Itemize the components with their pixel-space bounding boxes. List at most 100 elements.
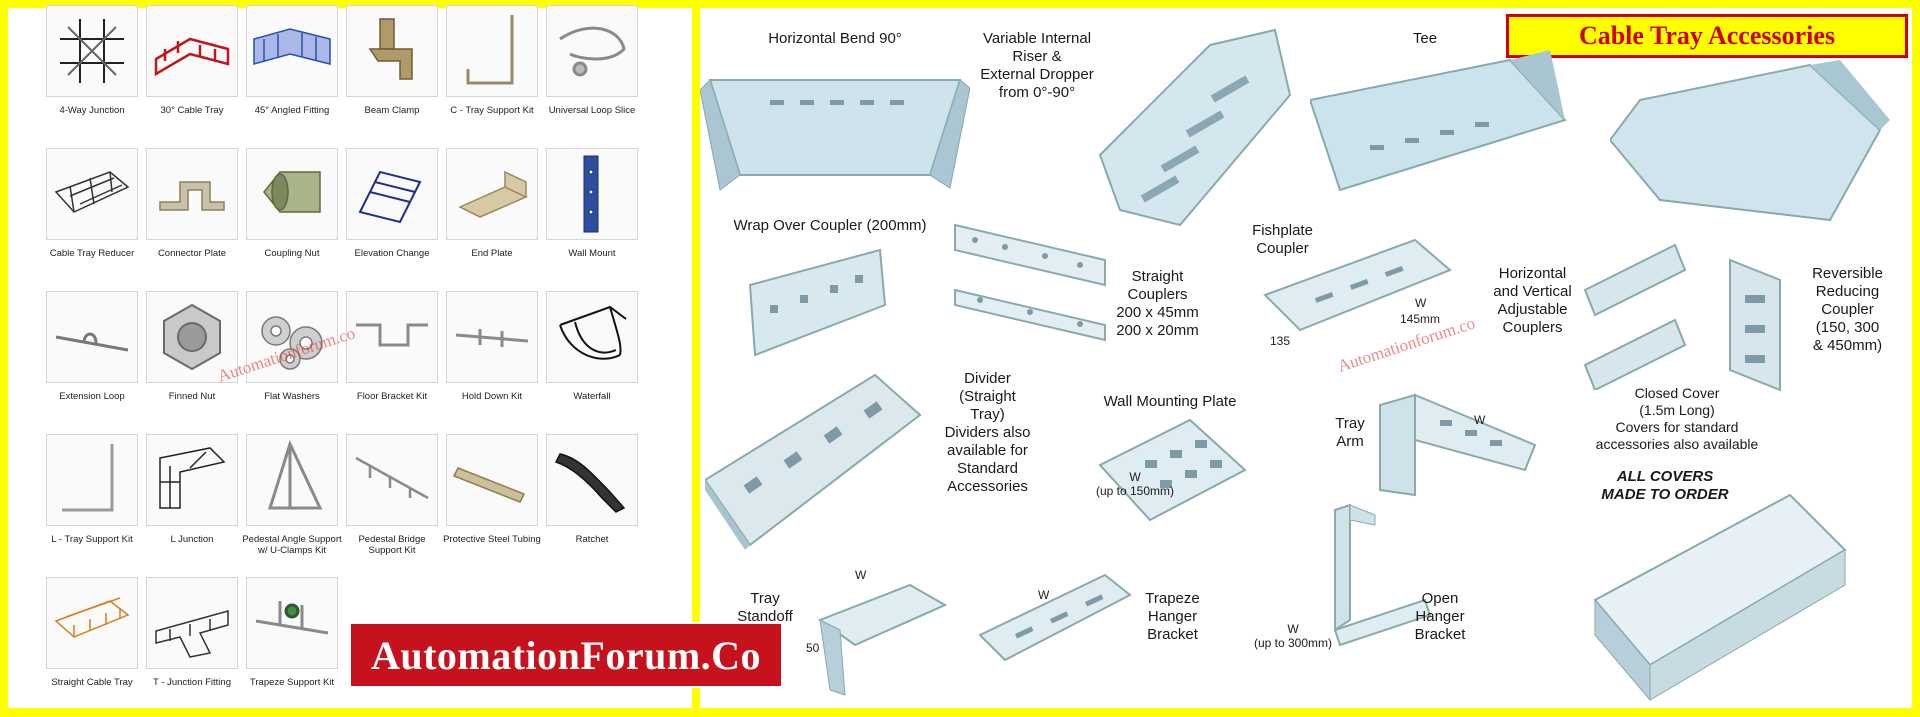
catalog-item-label: T - Junction Fitting [153,677,231,688]
catalog-thumbnail [446,148,538,240]
catalog-thumbnail [246,5,338,97]
catalog-item-label: Finned Nut [168,391,216,402]
catalog-item: Coupling Nut [242,148,342,288]
label-tray-standoff: Tray Standoff [737,590,793,625]
catalog-thumbnail [246,148,338,240]
catalog-thumbnail [346,434,438,526]
catalog-item: Trapeze Support Kit [242,577,342,717]
catalog-item: Pedestal Bridge Support Kit [342,434,442,574]
catalog-item-label: Elevation Change [354,248,430,259]
catalog-item: Floor Bracket Kit [342,291,442,431]
divider-image [705,370,925,550]
wrap-coupler-image [740,245,890,365]
catalog-item: Cable Tray Reducer [42,148,142,288]
catalog-item-label: Protective Steel Tubing [443,534,541,545]
catalog-item-label: Flat Washers [264,391,320,402]
label-horizontal-bend: Horizontal Bend 90° [768,30,902,47]
straight-tray-icon [54,597,130,638]
label-fishplate: Fishplate Coupler [1252,222,1313,257]
wall-plate-image [1090,415,1250,525]
floor-bracket-icon [356,323,428,347]
catalog-thumbnail [546,5,638,97]
catalog-item-label: L - Tray Support Kit [51,534,133,545]
catalog-item: L Junction [142,434,242,574]
dim-standoff-50: 50 [806,641,820,655]
dim-arm-w: W [1474,413,1486,427]
label-reversible: Reversible Reducing Coupler (150, 300 & … [1812,265,1883,354]
catalog-item: Ratchet [542,434,642,574]
label-closed-cover: Closed Cover (1.5m Long) Covers for stan… [1595,385,1759,452]
catalog-thumbnail [246,291,338,383]
steel-tubing-icon [452,467,526,503]
waterfall-icon [559,305,627,360]
catalog-item-label: Straight Cable Tray [51,677,133,688]
catalog-item-label: Beam Clamp [364,105,420,116]
catalog-thumbnail [346,5,438,97]
angled-fitting-icon [253,28,331,65]
wall-mount-icon [583,155,599,233]
brand-banner: AutomationForum.Co [349,622,783,688]
l-support-icon [62,444,114,512]
reversible-image [1720,250,1800,400]
dim-fish-145: 145mm [1400,312,1441,326]
catalog-item: Hold Down Kit [442,291,542,431]
label-wall-plate: Wall Mounting Plate [1103,393,1237,410]
label-trapeze: Trapeze Hanger Bracket [1145,590,1200,643]
diagram-title-box: Cable Tray Accessories [1506,14,1908,58]
catalog-item: Pedestal Angle Support w/ U-Clamps Kit [242,434,342,574]
beam-clamp-icon [368,18,413,80]
hold-down-icon [455,329,529,347]
catalog-item: Extension Loop [42,291,142,431]
t-junction-icon [155,610,229,658]
catalog-thumbnail [46,434,138,526]
catalog-item: Elevation Change [342,148,442,288]
dim-fish-135: 135 [1270,334,1291,348]
hv-couplers-image [1580,240,1690,390]
red-tray-icon [154,37,230,77]
catalog-item: End Plate [442,148,542,288]
catalog-thumbnail [46,5,138,97]
catalog-item-label: Trapeze Support Kit [249,677,335,688]
catalog-item-label: Coupling Nut [264,248,320,259]
catalog-item-label: Wall Mount [568,248,616,259]
catalog-thumbnail [146,577,238,669]
catalog-item: Flat Washers [242,291,342,431]
catalog-item-label: C - Tray Support Kit [450,105,534,116]
catalog-item: Protective Steel Tubing [442,434,542,574]
catalog-item: C - Tray Support Kit [442,5,542,145]
tee-image [1310,50,1570,200]
catalog-item-label: Extension Loop [59,391,125,402]
riser-image [1060,25,1300,235]
label-straight-couplers: Straight Couplers 200 x 45mm 200 x 20mm [1116,268,1199,339]
horizontal-bend-image [700,60,970,200]
tray-standoff-image [800,570,950,700]
label-riser: Variable Internal Riser & External Dropp… [980,30,1094,101]
dim-trapeze-w: W [1038,588,1050,602]
catalog-item-label: 30° Cable Tray [160,105,224,116]
catalog-thumbnail [546,434,638,526]
catalog-item-label: End Plate [471,248,513,259]
catalog-thumbnail [446,291,538,383]
dim-standoff-w: W [855,568,867,582]
dim-plate-w: W (up to 150mm) [1095,470,1175,498]
fishplate-image [1255,235,1455,345]
pedestal-angle-icon [267,439,323,510]
label-wrap-coupler: Wrap Over Coupler (200mm) [733,217,927,234]
catalog-item-label: Floor Bracket Kit [356,391,428,402]
catalog-item: Waterfall [542,291,642,431]
catalog-item-label: Pedestal Bridge Support Kit [358,534,426,556]
closed-cover-image [1590,490,1850,705]
catalog-item-label: 4-Way Junction [59,105,125,116]
label-open-hanger: Open Hanger Bracket [1414,590,1466,643]
catalog-item: Universal Loop Slice [542,5,642,145]
catalog-thumbnail [46,148,138,240]
c-support-icon [466,15,514,85]
catalog-item: Connector Plate [142,148,242,288]
catalog-thumbnail [246,577,338,669]
catalog-item-label: Waterfall [573,391,611,402]
catalog-thumbnail [246,434,338,526]
catalog-item-label: Cable Tray Reducer [49,248,135,259]
catalog-thumbnail [46,577,138,669]
catalog-item: 45° Angled Fitting [242,5,342,145]
catalog-item-label: Ratchet [575,534,609,545]
